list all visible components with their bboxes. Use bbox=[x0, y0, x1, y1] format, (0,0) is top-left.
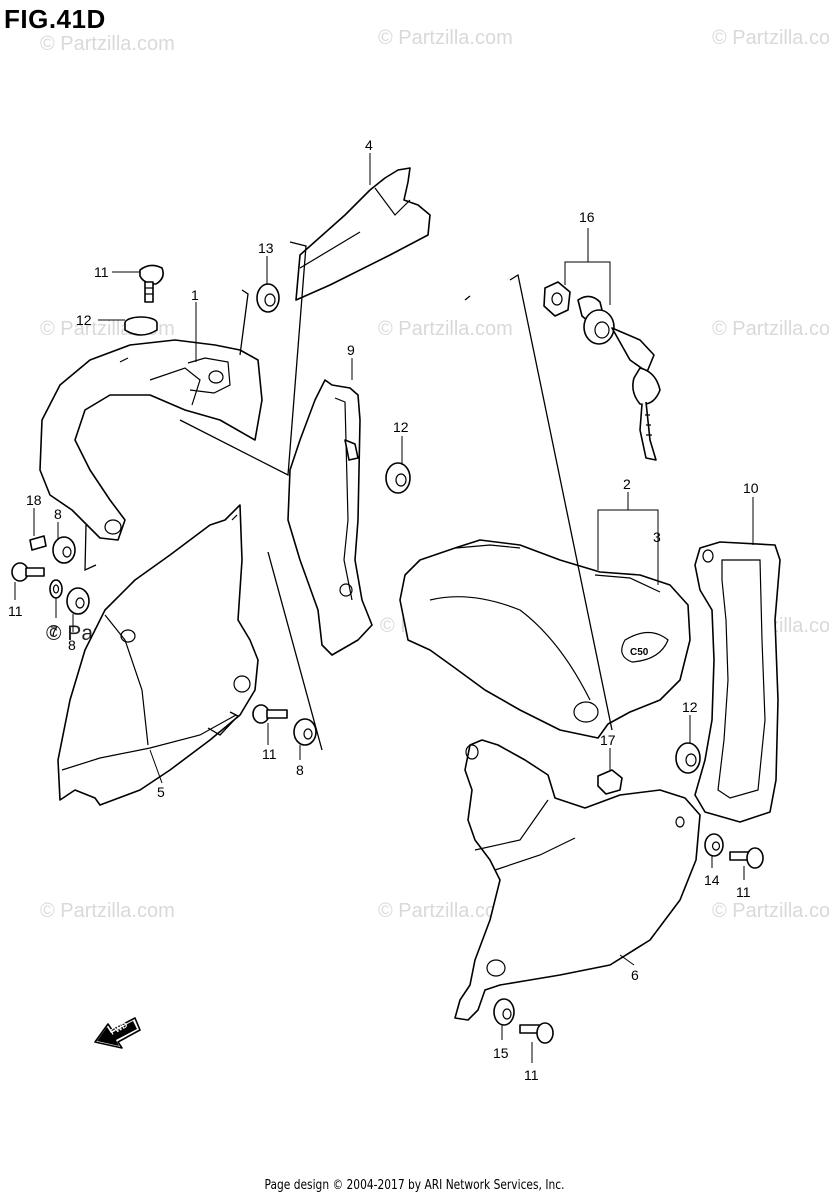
part-2-frame-cover[interactable]: C50 bbox=[399, 539, 691, 739]
callout-8: 8 bbox=[68, 637, 76, 653]
part-10-panel[interactable] bbox=[694, 541, 781, 823]
callout-11: 11 bbox=[8, 603, 23, 619]
callout-2: 2 bbox=[623, 476, 631, 492]
callout-11: 11 bbox=[736, 884, 751, 900]
part-5-side-cover[interactable] bbox=[57, 504, 259, 806]
footer-credit: Page design © 2004-2017 by ARI Network S… bbox=[264, 1178, 565, 1193]
part-6-side-cover[interactable] bbox=[454, 739, 701, 1021]
callout-15: 15 bbox=[493, 1045, 509, 1061]
callout-11: 11 bbox=[94, 264, 109, 280]
watermark: © Partzilla.com bbox=[712, 318, 829, 340]
callout-6: 6 bbox=[631, 967, 639, 983]
callout-11: 11 bbox=[524, 1067, 539, 1083]
callout-18: 18 bbox=[26, 492, 42, 508]
callout-12: 12 bbox=[682, 699, 698, 715]
part-15-grommet[interactable] bbox=[493, 998, 515, 1026]
part-13-grommet[interactable] bbox=[256, 283, 280, 313]
callout-labels: 4 11 12 1 13 9 12 18 8 11 7 8 11 8 5 16 … bbox=[8, 137, 759, 1083]
part-11-screw-right[interactable] bbox=[729, 847, 764, 869]
figure-title: FIG.41D bbox=[4, 4, 106, 34]
callout-5: 5 bbox=[157, 784, 165, 800]
part-12-grommet-middle[interactable] bbox=[385, 462, 411, 494]
callout-17: 17 bbox=[600, 732, 616, 748]
part-8-grommet-a[interactable] bbox=[52, 536, 76, 564]
callout-4: 4 bbox=[365, 137, 373, 153]
callout-7: 7 bbox=[50, 623, 58, 639]
watermark: © Partzilla.com bbox=[712, 27, 829, 49]
watermark: © Partzilla.com bbox=[378, 318, 513, 340]
leader-lines bbox=[14, 153, 754, 1063]
part-4-bracket[interactable] bbox=[295, 167, 431, 301]
part-12-grommet-top[interactable] bbox=[124, 316, 158, 336]
part-1-frame-cover[interactable] bbox=[39, 339, 263, 541]
part-11-screw-left[interactable] bbox=[11, 562, 45, 582]
part-14-grommet[interactable] bbox=[704, 833, 724, 857]
part-8-grommet-b[interactable] bbox=[66, 587, 90, 615]
watermark: © Partzilla.com bbox=[40, 33, 175, 55]
callout-14: 14 bbox=[704, 872, 720, 888]
parts-diagram: © Partzilla.com © Partzilla.com © Partzi… bbox=[8, 27, 829, 1083]
part-8-grommet-c[interactable] bbox=[293, 718, 317, 746]
part-9-bracket[interactable] bbox=[287, 379, 373, 656]
part-17-grommet[interactable] bbox=[597, 769, 623, 795]
fwd-arrow: FWD bbox=[94, 1017, 141, 1049]
callout-13: 13 bbox=[258, 240, 274, 256]
callout-9: 9 bbox=[347, 342, 355, 358]
callout-8: 8 bbox=[54, 506, 62, 522]
callout-12: 12 bbox=[76, 312, 92, 328]
watermark: © Partzilla.com bbox=[712, 900, 829, 922]
callout-12: 12 bbox=[393, 419, 409, 435]
part-11-screw-bottom[interactable] bbox=[519, 1022, 554, 1044]
part-7-washer[interactable] bbox=[49, 579, 63, 599]
watermark: © Partzilla.com bbox=[378, 27, 513, 49]
watermark: © Partzilla.com bbox=[378, 900, 513, 922]
callout-11: 11 bbox=[262, 746, 277, 762]
part-18-clip[interactable] bbox=[29, 535, 47, 551]
part-12-grommet-right[interactable] bbox=[675, 742, 701, 774]
callout-10: 10 bbox=[743, 480, 759, 496]
callout-1: 1 bbox=[191, 287, 199, 303]
callout-8: 8 bbox=[296, 762, 304, 778]
part-16-lock-set[interactable] bbox=[543, 281, 661, 461]
watermark: © Partzilla.com bbox=[40, 900, 175, 922]
emblem-text: C50 bbox=[630, 647, 649, 658]
part-11-screw-top[interactable] bbox=[139, 264, 164, 303]
callout-3: 3 bbox=[653, 529, 661, 545]
callout-16: 16 bbox=[579, 209, 595, 225]
guide-lines bbox=[84, 241, 613, 751]
part-11-screw-middle[interactable] bbox=[252, 704, 288, 724]
